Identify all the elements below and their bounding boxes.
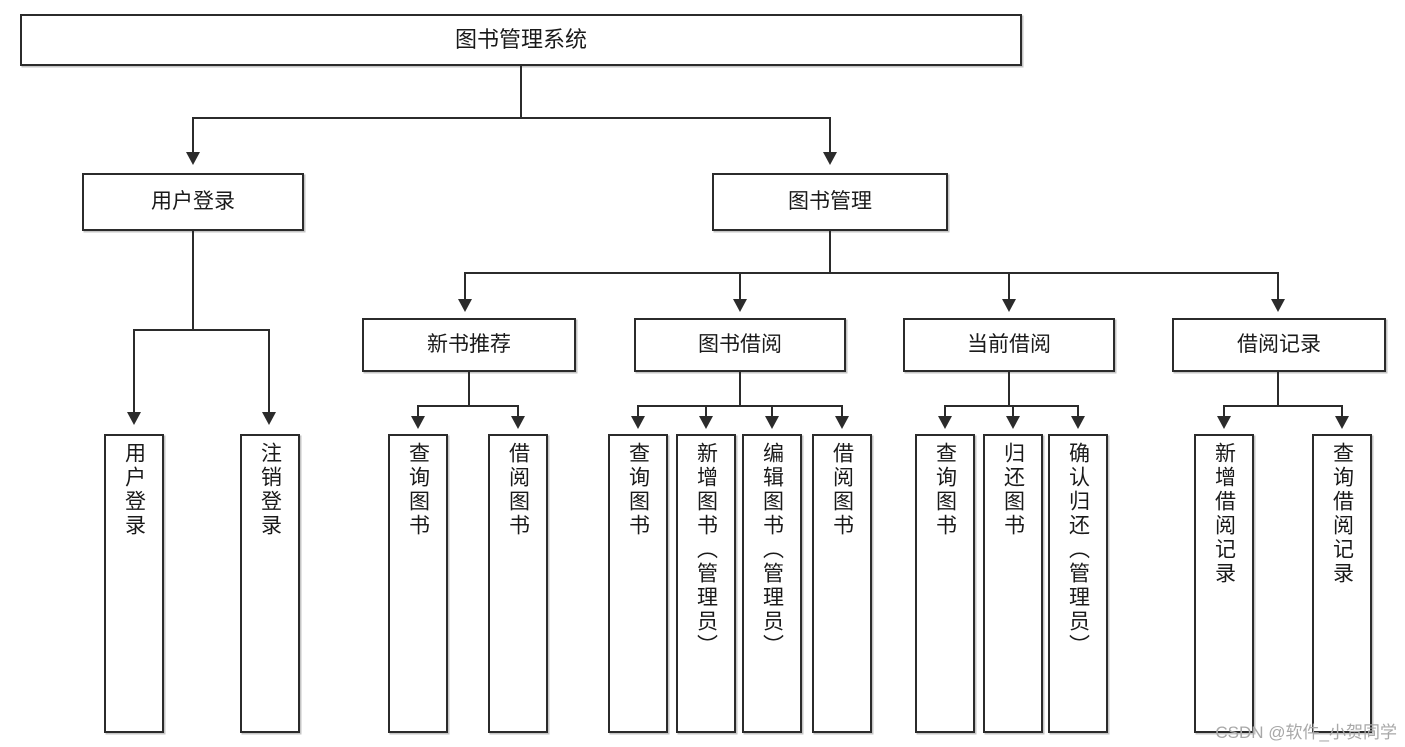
node-label: 用户登录 bbox=[151, 189, 235, 213]
node-label: 图书管理 bbox=[788, 189, 872, 213]
node-label: 借阅记录 bbox=[1237, 332, 1321, 356]
node-leaf-add-book[interactable]: 新增图书（管理员） bbox=[676, 434, 736, 733]
connector-user-login-bar bbox=[133, 329, 270, 331]
connector-book-borrow-bar bbox=[637, 405, 843, 407]
arrowhead-leaf-logout-login bbox=[262, 412, 276, 425]
connector-borrow-record-stem bbox=[1277, 372, 1279, 407]
arrowhead-leaf-add-record bbox=[1217, 416, 1231, 429]
arrowhead-leaf-query-record bbox=[1335, 416, 1349, 429]
node-label: 当前借阅 bbox=[967, 332, 1051, 356]
node-book-manage[interactable]: 图书管理 bbox=[712, 173, 948, 231]
node-leaf-query-book-2[interactable]: 查询图书 bbox=[608, 434, 668, 733]
arrowhead-leaf-query-book-3 bbox=[938, 416, 952, 429]
node-leaf-query-book-3[interactable]: 查询图书 bbox=[915, 434, 975, 733]
connector-new-book-recommend-bar bbox=[417, 405, 519, 407]
arrowhead-leaf-user-login bbox=[127, 412, 141, 425]
connector-to-new-book-recommend bbox=[464, 272, 466, 302]
node-leaf-return-book[interactable]: 归还图书 bbox=[983, 434, 1043, 733]
node-leaf-borrow-book-1[interactable]: 借阅图书 bbox=[488, 434, 548, 733]
node-leaf-query-book-1[interactable]: 查询图书 bbox=[388, 434, 448, 733]
arrowhead-leaf-query-book-1 bbox=[411, 416, 425, 429]
arrowhead-leaf-borrow-book-1 bbox=[511, 416, 525, 429]
node-user-login[interactable]: 用户登录 bbox=[82, 173, 304, 231]
connector-borrow-record-drop-2 bbox=[1341, 405, 1343, 419]
node-leaf-logout-login[interactable]: 注销登录 bbox=[240, 434, 300, 733]
arrowhead-leaf-add-book bbox=[699, 416, 713, 429]
connector-user-login-drop-1 bbox=[133, 329, 135, 415]
node-label: 编辑图书（管理员） bbox=[760, 442, 784, 658]
connector-current-borrow-drop-3 bbox=[1077, 405, 1079, 419]
arrowhead-leaf-borrow-book-2 bbox=[835, 416, 849, 429]
arrowhead-leaf-edit-book bbox=[765, 416, 779, 429]
connector-level1-bar bbox=[192, 117, 830, 119]
connector-current-borrow-bar bbox=[944, 405, 1079, 407]
arrowhead-to-book-borrow bbox=[733, 299, 747, 312]
node-label: 图书借阅 bbox=[698, 332, 782, 356]
node-label: 查询图书 bbox=[406, 442, 430, 538]
node-leaf-user-login[interactable]: 用户登录 bbox=[104, 434, 164, 733]
connector-to-current-borrow bbox=[1008, 272, 1010, 302]
connector-book-manage-stem bbox=[829, 231, 831, 273]
node-label: 新增借阅记录 bbox=[1212, 442, 1236, 586]
connector-user-login-drop-2 bbox=[268, 329, 270, 415]
arrowhead-leaf-query-book-2 bbox=[631, 416, 645, 429]
node-label: 新增图书（管理员） bbox=[694, 442, 718, 658]
connector-new-book-drop-1 bbox=[417, 405, 419, 419]
csdn-watermark: CSDN @软件_小贺同学 bbox=[1215, 723, 1397, 742]
node-current-borrow[interactable]: 当前借阅 bbox=[903, 318, 1115, 372]
node-label: 用户登录 bbox=[122, 442, 146, 538]
node-label: 新书推荐 bbox=[427, 332, 511, 356]
connector-book-borrow-drop-4 bbox=[841, 405, 843, 419]
arrowhead-to-new-book-recommend bbox=[458, 299, 472, 312]
node-leaf-query-record[interactable]: 查询借阅记录 bbox=[1312, 434, 1372, 733]
arrowhead-to-borrow-record bbox=[1271, 299, 1285, 312]
node-leaf-borrow-book-2[interactable]: 借阅图书 bbox=[812, 434, 872, 733]
node-book-borrow[interactable]: 图书借阅 bbox=[634, 318, 846, 372]
node-leaf-edit-book[interactable]: 编辑图书（管理员） bbox=[742, 434, 802, 733]
connector-to-user-login bbox=[192, 117, 194, 155]
connector-current-borrow-stem bbox=[1008, 372, 1010, 407]
node-label: 查询图书 bbox=[933, 442, 957, 538]
connector-current-borrow-drop-2 bbox=[1012, 405, 1014, 419]
node-label: 图书管理系统 bbox=[454, 27, 587, 53]
node-label: 归还图书 bbox=[1001, 442, 1025, 538]
connector-to-book-manage bbox=[829, 117, 831, 155]
connector-to-borrow-record bbox=[1277, 272, 1279, 302]
arrowhead-to-user-login bbox=[186, 152, 200, 165]
connector-level2-bar bbox=[464, 272, 1278, 274]
node-new-book-recommend[interactable]: 新书推荐 bbox=[362, 318, 576, 372]
node-label: 查询图书 bbox=[626, 442, 650, 538]
node-label: 确认归还（管理员） bbox=[1066, 442, 1090, 658]
node-leaf-confirm-return[interactable]: 确认归还（管理员） bbox=[1048, 434, 1108, 733]
arrowhead-to-book-manage bbox=[823, 152, 837, 165]
connector-borrow-record-bar bbox=[1223, 405, 1343, 407]
connector-root-stem bbox=[520, 66, 522, 117]
connector-new-book-recommend-stem bbox=[468, 372, 470, 407]
node-label: 借阅图书 bbox=[830, 442, 854, 538]
node-leaf-add-record[interactable]: 新增借阅记录 bbox=[1194, 434, 1254, 733]
connector-user-login-stem bbox=[192, 231, 194, 330]
arrowhead-leaf-confirm-return bbox=[1071, 416, 1085, 429]
connector-book-borrow-drop-3 bbox=[771, 405, 773, 419]
node-borrow-record[interactable]: 借阅记录 bbox=[1172, 318, 1386, 372]
arrowhead-to-current-borrow bbox=[1002, 299, 1016, 312]
node-root-book-management-system[interactable]: 图书管理系统 bbox=[20, 14, 1022, 66]
connector-to-book-borrow bbox=[739, 272, 741, 302]
arrowhead-leaf-return-book bbox=[1006, 416, 1020, 429]
connector-book-borrow-drop-1 bbox=[637, 405, 639, 419]
node-label: 查询借阅记录 bbox=[1330, 442, 1354, 586]
connector-book-borrow-drop-2 bbox=[705, 405, 707, 419]
node-label: 注销登录 bbox=[258, 442, 282, 538]
connector-book-borrow-stem bbox=[739, 372, 741, 407]
connector-new-book-drop-2 bbox=[517, 405, 519, 419]
connector-borrow-record-drop-1 bbox=[1223, 405, 1225, 419]
connector-current-borrow-drop-1 bbox=[944, 405, 946, 419]
node-label: 借阅图书 bbox=[506, 442, 530, 538]
